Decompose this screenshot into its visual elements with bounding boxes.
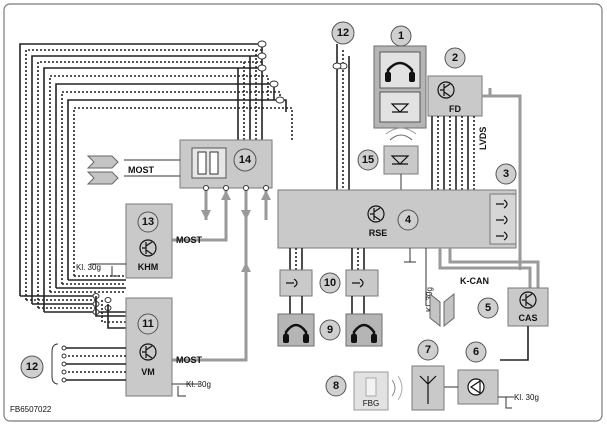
fd-label: FD <box>449 104 461 114</box>
callout-4: 4 <box>405 214 412 226</box>
rse-label: RSE <box>369 228 388 238</box>
callout-3: 3 <box>503 168 509 180</box>
callout-1: 1 <box>398 30 404 42</box>
vm-label: VM <box>141 367 155 377</box>
component-2-fd: FD 2 <box>427 47 483 117</box>
component-14-most-interface: 14 <box>179 139 273 189</box>
callout-3-circle <box>495 163 517 185</box>
callout-2: 2 <box>452 52 458 64</box>
callout-12-top-circle <box>331 21 355 45</box>
harness-splices <box>257 40 348 104</box>
callout-8: 8 <box>333 380 339 392</box>
most-label-khm: MOST <box>176 235 203 245</box>
callout-5: 5 <box>485 302 491 314</box>
callout-6: 6 <box>473 346 479 358</box>
khm-label: KHM <box>138 262 159 272</box>
khm-terminal: Kl. 30g <box>76 263 101 272</box>
callout-13: 13 <box>142 216 154 228</box>
figure-id: FB6507022 <box>10 405 52 414</box>
component-12-antenna-inputs: 12 <box>20 343 126 385</box>
lvds-label: LVDS <box>478 127 488 150</box>
component-9-headphones: 9 <box>277 296 383 347</box>
component-13-khm: 13 KHM <box>125 203 173 279</box>
cas-label: CAS <box>518 313 537 323</box>
callout-15: 15 <box>362 154 374 166</box>
most-arrows <box>124 159 271 362</box>
lvds-wires <box>431 88 522 270</box>
callout-11: 11 <box>142 318 154 330</box>
component-15-ir-receiver: 15 <box>357 127 419 190</box>
left-splice-cluster <box>20 275 126 329</box>
component-10-interfaces: 10 <box>279 248 379 297</box>
component-8-remote: FBG 8 <box>325 371 389 411</box>
fbg-label: FBG <box>363 399 379 408</box>
callout-7: 7 <box>425 344 431 356</box>
callout-14: 14 <box>239 154 252 166</box>
component-1-headphone-display: 1 <box>373 25 427 129</box>
vm-terminal: Kl. 30g <box>186 380 211 389</box>
component-6-receiver: 6 Kl. 30g <box>432 341 539 409</box>
component-5-cas: CAS 5 <box>477 287 549 361</box>
harness-wires <box>19 43 350 312</box>
most-label-vm: MOST <box>176 355 203 365</box>
callout-10: 10 <box>324 277 336 289</box>
most-label-left: MOST <box>128 165 155 175</box>
component-4-rse: RSE 4 <box>277 189 517 249</box>
callout-9: 9 <box>327 324 333 336</box>
kcan-bus: K-CAN <box>429 248 540 328</box>
callout-12-top: 12 <box>337 27 349 39</box>
antenna-terminal: Kl. 30g <box>514 393 539 402</box>
callout-12-left: 12 <box>26 361 38 373</box>
component-11-vm: 11 VM <box>125 297 173 397</box>
kcan-label: K-CAN <box>460 276 489 286</box>
component-7-antenna: 7 <box>391 339 445 411</box>
most-arrow-icon <box>86 155 119 185</box>
